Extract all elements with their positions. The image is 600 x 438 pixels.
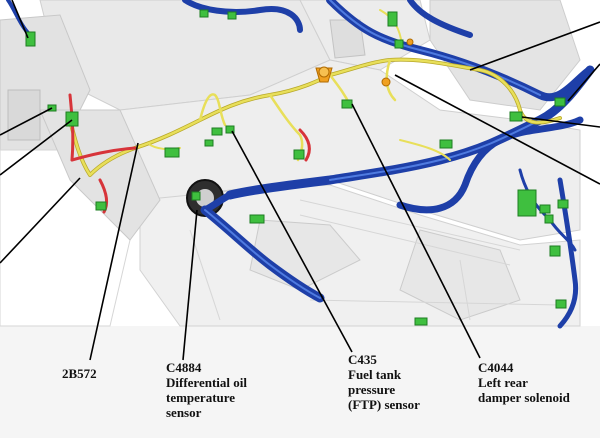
callout-c4884-line-2: Differential oil [166,375,247,390]
branch-harness-yellow [68,9,562,177]
callout-label-area [0,326,600,438]
callout-2b572: 2B572 [62,366,97,381]
callout-c435-line-3: pressure [348,382,396,397]
connectors [25,9,569,326]
main-harness-blue [6,0,595,329]
callout-c435: C435 Fuel tank pressure (FTP) sensor [348,352,420,412]
leader-lines [0,0,600,361]
callout-c435-line-1: C435 [348,352,377,367]
orange-fittings [315,38,414,87]
callout-c435-line-4: (FTP) sensor [348,397,420,412]
callout-c4044-line-1: C4044 [478,360,514,375]
callout-c4884-line-4: sensor [166,405,202,420]
callout-c4884: C4884 Differential oil temperature senso… [166,360,247,420]
callout-c435-line-2: Fuel tank [348,367,402,382]
callout-2b572-line-1: 2B572 [62,366,97,381]
callout-c4044-line-3: damper solenoid [478,390,570,405]
callout-c4884-line-1: C4884 [166,360,202,375]
vehicle-body-structure [0,0,581,327]
callout-c4884-line-3: temperature [166,390,236,405]
callout-c4044-line-2: Left rear [478,375,528,390]
callout-c4044: C4044 Left rear damper solenoid [478,360,570,405]
